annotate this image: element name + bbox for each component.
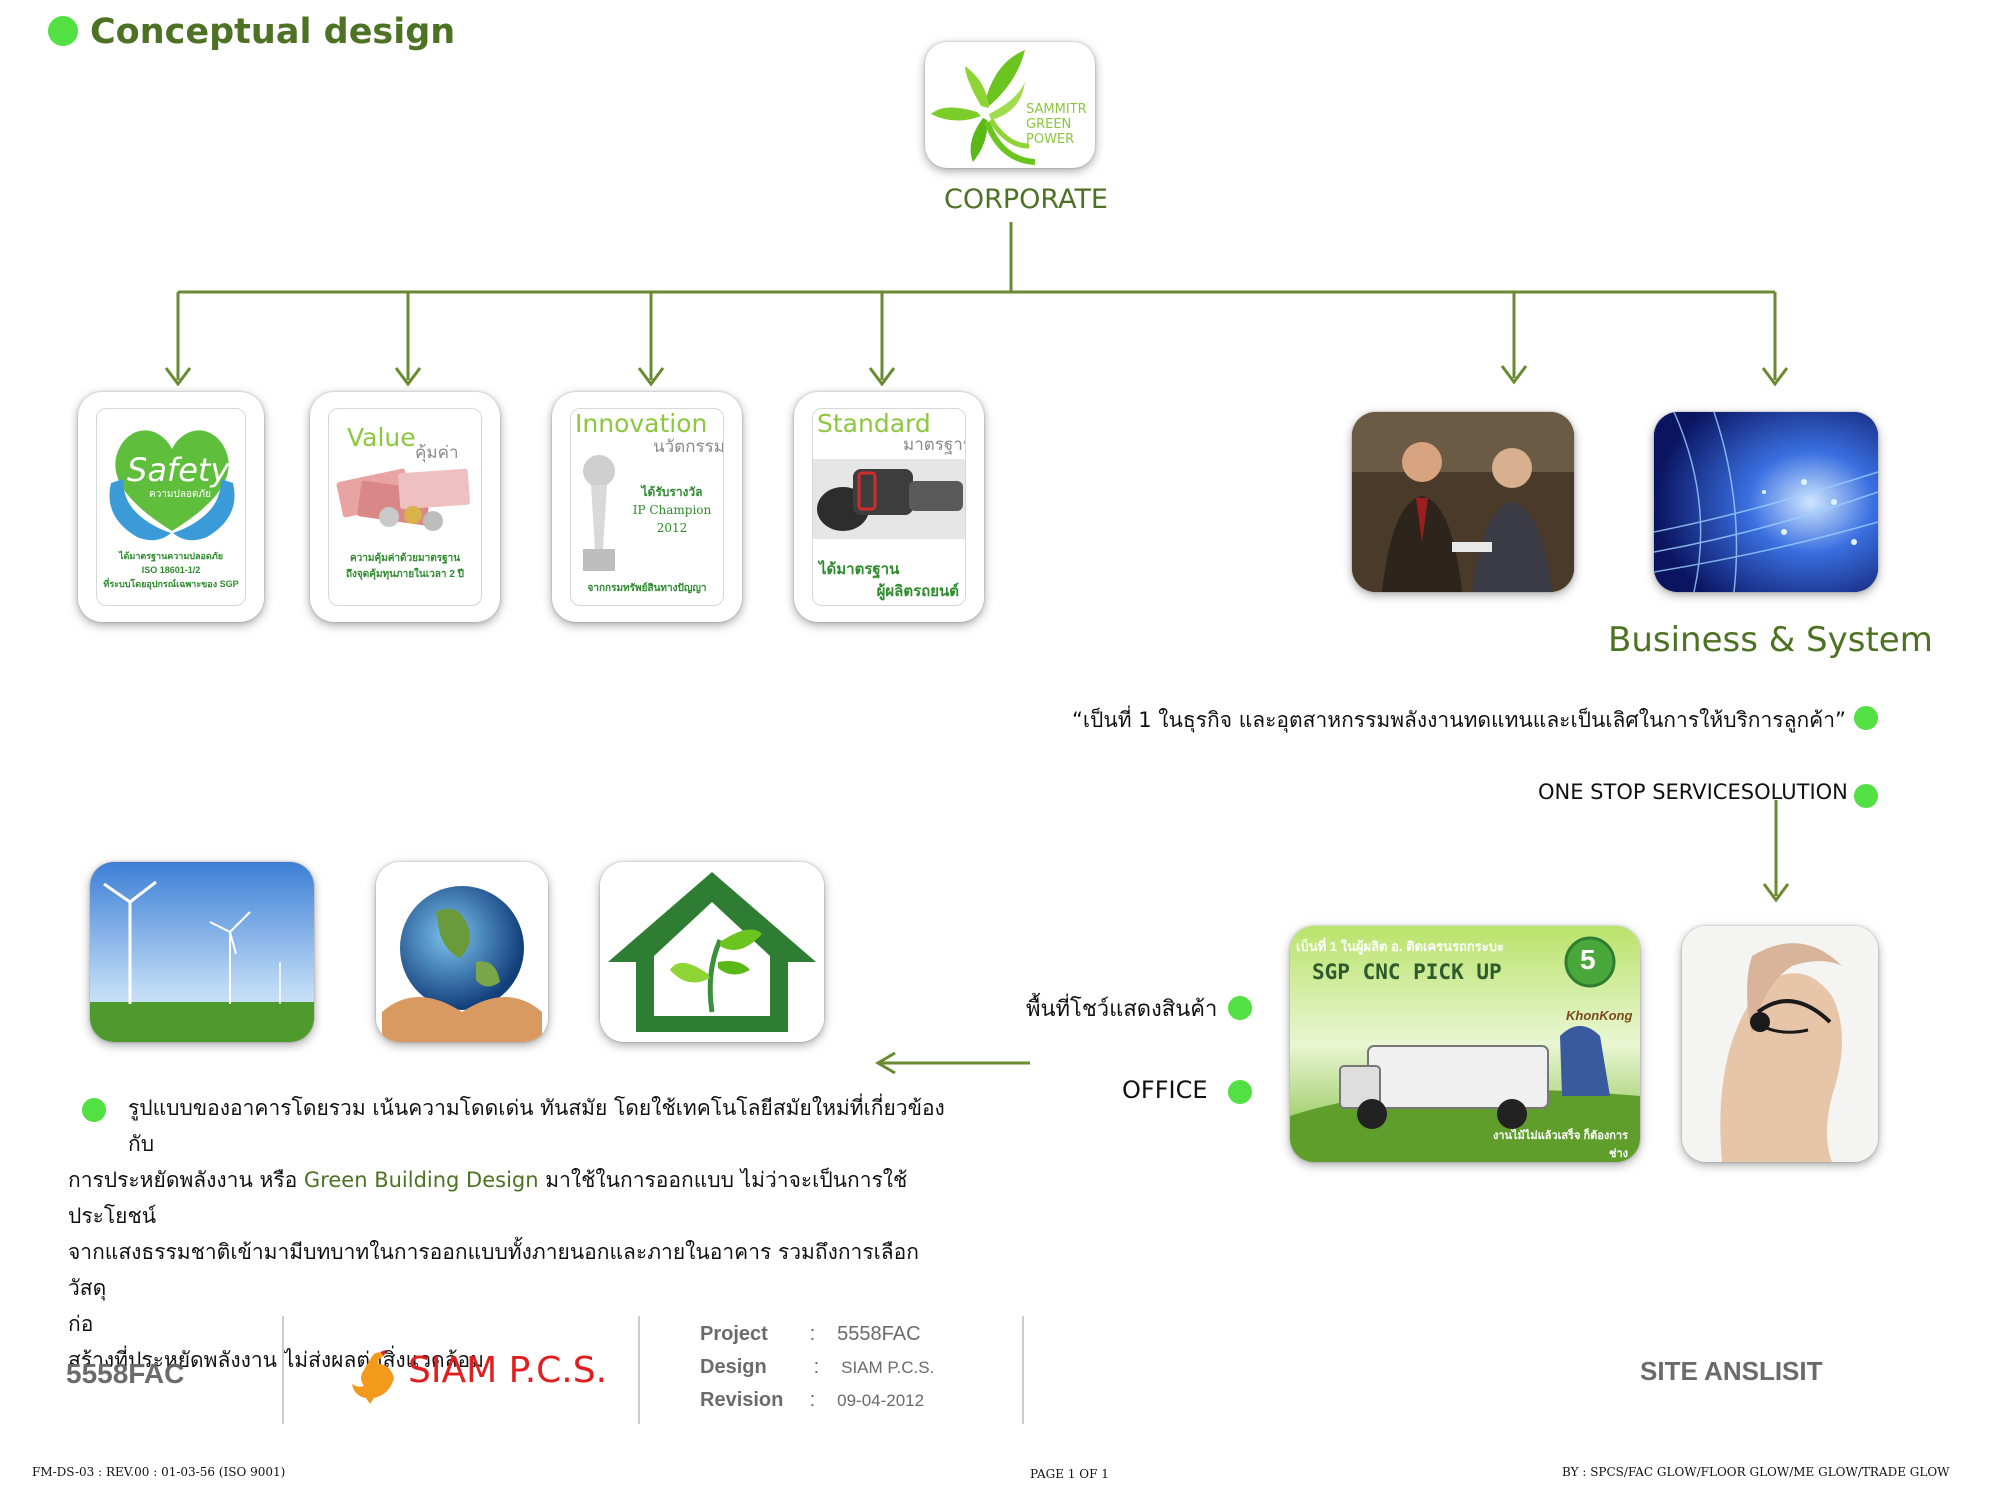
showroom-label: พื้นที่โชว์แสดงสินค้า: [1026, 992, 1217, 1028]
prepared-by: BY : SPCS/FAC GLOW/FLOOR GLOW/ME GLOW/TR…: [1562, 1465, 1950, 1479]
revision-value: 09-04-2012: [837, 1391, 924, 1410]
money-coins-icon: [329, 465, 482, 535]
green-building-design-text: Green Building Design: [304, 1168, 539, 1192]
innovation-note-3: จากกรมทรัพย์สินทางปัญญา: [571, 581, 723, 597]
office-bullet: [1228, 1080, 1252, 1104]
rooster-logo-icon: [344, 1348, 400, 1404]
business-people-icon: [1352, 412, 1574, 592]
paragraph-line-2: การประหยัดพลังงาน หรือ Green Building De…: [68, 1162, 948, 1198]
service-bullet: [1854, 784, 1878, 808]
footer-divider-1: [282, 1316, 284, 1424]
green-house-logo: [600, 862, 824, 1042]
logo-line-2: GREEN: [1026, 117, 1087, 132]
footer-info: Project : 5558FAC Design : SIAM P.C.S. R…: [700, 1318, 934, 1417]
footer-divider-2: [638, 1316, 640, 1424]
revision-colon: :: [810, 1384, 832, 1417]
logo-line-3: POWER: [1026, 132, 1087, 147]
safety-title: Safety: [127, 451, 229, 489]
design-colon: :: [814, 1351, 836, 1384]
footer-design-row: Design : SIAM P.C.S.: [700, 1351, 934, 1384]
project-label: Project: [700, 1318, 804, 1351]
footer-code: 5558FAC: [66, 1358, 184, 1390]
safety-card: Safety ความปลอดภัย ได้มาตรฐานความปลอดภัย…: [78, 392, 264, 622]
promo-footer: งานไม้ไม่แล้วเสร็จ ก็ต้องการช่าง: [1478, 1126, 1628, 1162]
green-house-icon: [600, 862, 824, 1042]
standard-note-2: ผู้ผลิตรถยนต์: [813, 581, 965, 603]
footer-company: SIAM P.C.S.: [408, 1350, 607, 1391]
wind-turbine-icon: [90, 862, 314, 1042]
project-value: 5558FAC: [837, 1323, 920, 1345]
promo-brand: KhonKong: [1566, 1008, 1632, 1023]
project-colon: :: [810, 1318, 832, 1351]
corporate-logo-card: SAMMITR GREEN POWER: [925, 42, 1095, 168]
innovation-note-1: ได้รับรางวัล: [621, 483, 723, 501]
safety-note-3: ที่ระบบโดยอุปกรณ์เฉพาะของ SGP: [97, 577, 245, 591]
earth-hands-photo: [376, 862, 548, 1042]
wind-turbine-photo: [90, 862, 314, 1042]
promo-headline: เบ็นที่ 1 ในผู้ผลิต อ. ติดเครนรถกระบะ: [1296, 936, 1504, 957]
call-center-photo: [1682, 926, 1878, 1162]
design-label: Design: [700, 1351, 808, 1384]
page-number: PAGE 1 OF 1: [1030, 1467, 1109, 1481]
standard-subtitle: มาตรฐาน: [903, 431, 966, 458]
safety-subtitle: ความปลอดภัย: [149, 487, 211, 502]
footer-revision-row: Revision : 09-04-2012: [700, 1384, 934, 1417]
value-note-1: ความคุ้มค่าด้วยมาตรฐาน: [329, 551, 481, 567]
headset-operator-icon: [1682, 926, 1878, 1162]
promo-product: SGP CNC PICK UP: [1312, 960, 1502, 984]
business-statement: “เป็นที่ 1 ในธุรกิจ และอุตสาหกรรมพลังงาน…: [1072, 702, 1846, 738]
safety-note-2: ISO 18601-1/2: [97, 563, 245, 577]
innovation-card: Innovation นวัตกรรม ได้รับรางวัล IP Cham…: [552, 392, 742, 622]
value-note-2: ถึงจุดคุ้มทุนภายในเวลา 2 ปี: [329, 567, 481, 583]
value-subtitle: คุ้มค่า: [415, 439, 459, 466]
footer-divider-3: [1022, 1316, 1024, 1424]
earth-in-hands-icon: [376, 862, 548, 1042]
value-title: Value: [347, 423, 416, 452]
paragraph-line-3: ประโยชน์: [68, 1198, 948, 1234]
one-stop-service-label: ONE STOP SERVICESOLUTION: [1538, 780, 1848, 804]
footer-project-row: Project : 5558FAC: [700, 1318, 934, 1351]
pickup-promo-card: เบ็นที่ 1 ในผู้ผลิต อ. ติดเครนรถกระบะ SG…: [1290, 926, 1640, 1162]
value-card: Value คุ้มค่า ความคุ้มค่าด้วยมาตรฐาน ถึง…: [310, 392, 500, 622]
corporate-label: CORPORATE: [944, 184, 1108, 215]
globe-network-icon: [1654, 412, 1878, 592]
showroom-bullet: [1228, 996, 1252, 1020]
paragraph-line-1: รูปแบบของอาคารโดยรวม เน้นความโดดเด่น ทัน…: [68, 1090, 948, 1162]
standard-card: Standard มาตรฐาน ได้มาตรฐาน ผู้ผลิตรถยนต…: [794, 392, 984, 622]
business-system-label: Business & System: [1608, 620, 1933, 660]
innovation-subtitle: นวัตกรรม: [653, 433, 724, 460]
document-code: FM-DS-03 : REV.00 : 01-03-56 (ISO 9001): [32, 1465, 285, 1479]
network-system-photo: [1654, 412, 1878, 592]
standard-note-1: ได้มาตรฐาน: [813, 559, 965, 581]
revision-label: Revision: [700, 1384, 804, 1417]
innovation-note-2: IP Champion 2012: [621, 501, 723, 537]
machine-part-icon: [813, 459, 966, 539]
logo-line-1: SAMMITR: [1026, 102, 1087, 117]
paragraph-line-4: จากแสงธรรมชาติเข้ามามีบทบาทในการออกแบบทั…: [68, 1234, 948, 1306]
business-meeting-photo: [1352, 412, 1574, 592]
statement-bullet: [1854, 706, 1878, 730]
footer-site-name: SITE ANSLISIT: [1640, 1356, 1823, 1387]
paragraph-line-2b: มาใช้ในการออกแบบ ไม่ว่าจะเป็นการใช้: [539, 1168, 908, 1192]
office-label: OFFICE: [1122, 1076, 1208, 1104]
safety-note-1: ได้มาตรฐานความปลอดภัย: [97, 549, 245, 563]
design-value: SIAM P.C.S.: [841, 1358, 934, 1377]
paragraph-line-2a: การประหยัดพลังงาน หรือ: [68, 1168, 304, 1192]
promo-badge: 5: [1580, 944, 1596, 976]
